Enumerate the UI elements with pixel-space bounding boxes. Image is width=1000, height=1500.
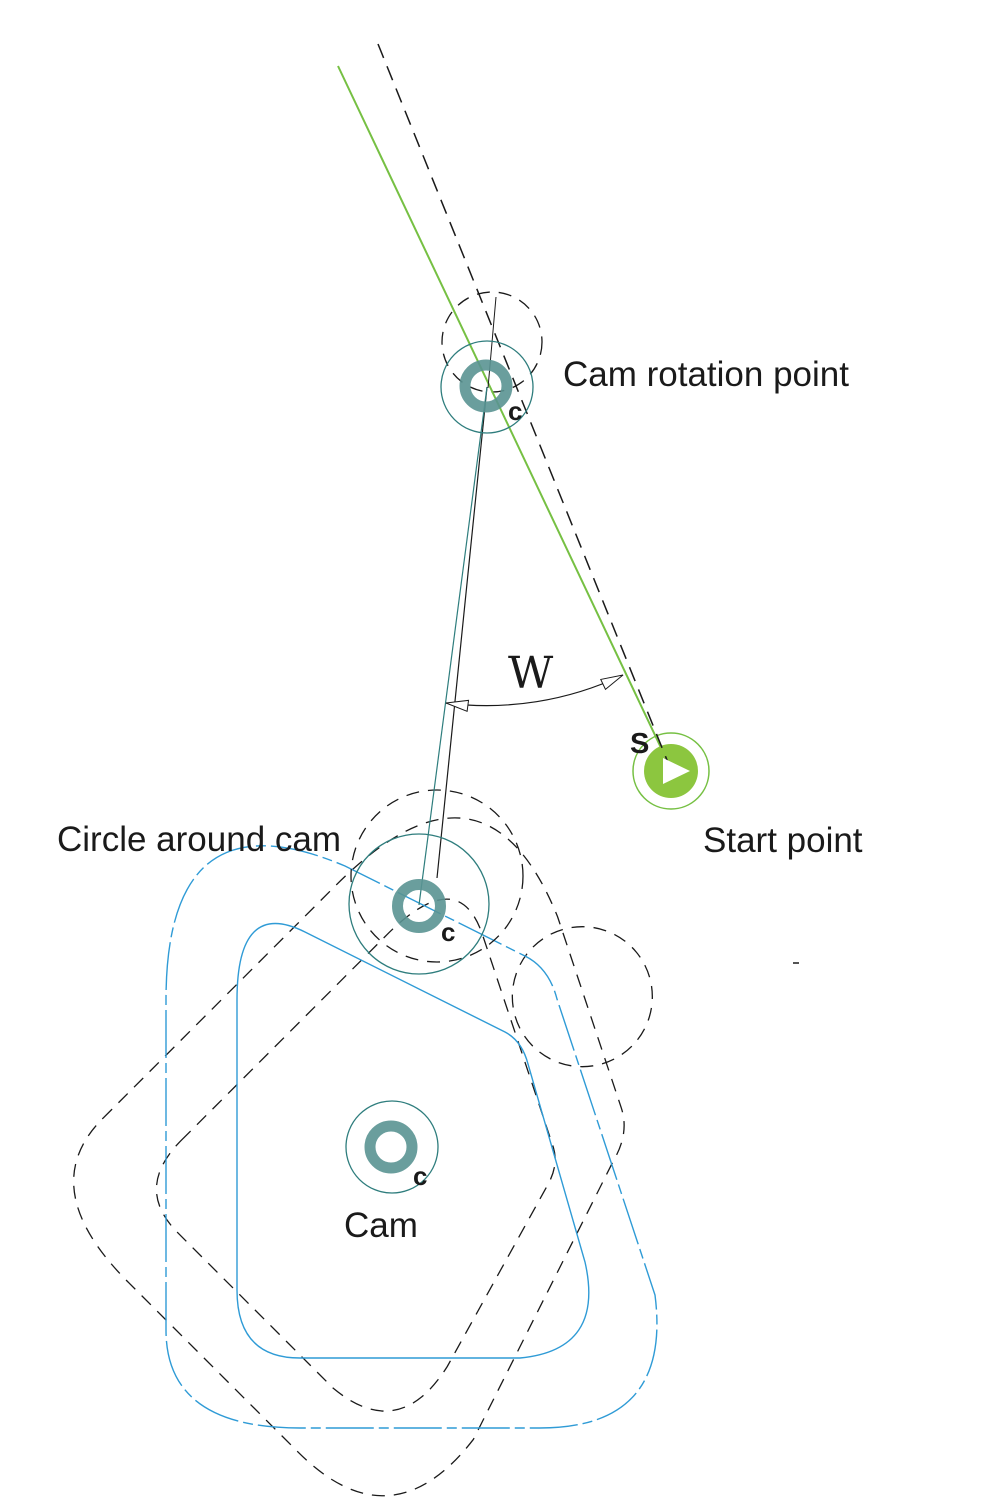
rotation-to-cam-line <box>436 386 488 879</box>
angle-w-arrowhead-left <box>445 699 470 712</box>
rotation-to-cam-center-line <box>418 386 488 906</box>
circle-around-cam-label: Circle around cam <box>57 820 341 859</box>
dashed-circle-at-cam-lobe <box>350 789 524 963</box>
rotation-point-ring-icon <box>459 359 513 413</box>
start-point-letter: S <box>630 728 649 760</box>
circle-around-cam-circle <box>348 833 490 975</box>
start-point-outline-circle <box>632 732 710 810</box>
rotation-point-circle <box>440 340 534 434</box>
cam-profile <box>236 922 590 1359</box>
rotation-point-subscript: c <box>508 396 522 426</box>
angle-w-label: W <box>508 648 554 699</box>
rotation-point-vertical-tick <box>487 296 497 389</box>
circle-around-cam-subscript: c <box>441 917 455 947</box>
start-angle-reference-line <box>337 65 673 772</box>
cam-rotation-point-marker: c <box>440 340 534 434</box>
rotated-cam-profile-dashed <box>155 898 556 1412</box>
start-point-label: Start point <box>703 821 863 860</box>
cam-center-ring-icon <box>364 1120 418 1174</box>
cam-center-subscript: c <box>413 1161 427 1191</box>
cam-rotation-point-label: Cam rotation point <box>563 355 849 394</box>
angle-w-arrowhead-right <box>600 674 624 691</box>
circle-around-cam-ring-icon <box>392 879 446 933</box>
rotated-cam-ghost-group <box>73 817 653 1497</box>
cam-center-circle <box>345 1100 439 1194</box>
cam-label: Cam <box>344 1206 418 1245</box>
cam-offset-curve <box>165 845 658 1429</box>
start-point-play-icon <box>663 758 690 784</box>
rotated-offset-curve-dashed <box>73 817 625 1497</box>
circle-around-cam-marker: c <box>348 833 490 975</box>
rotated-reference-line-dashed <box>377 43 672 771</box>
rotated-circle-around-cam-dashed <box>511 926 653 1068</box>
cam-center-marker: c <box>345 1100 439 1194</box>
